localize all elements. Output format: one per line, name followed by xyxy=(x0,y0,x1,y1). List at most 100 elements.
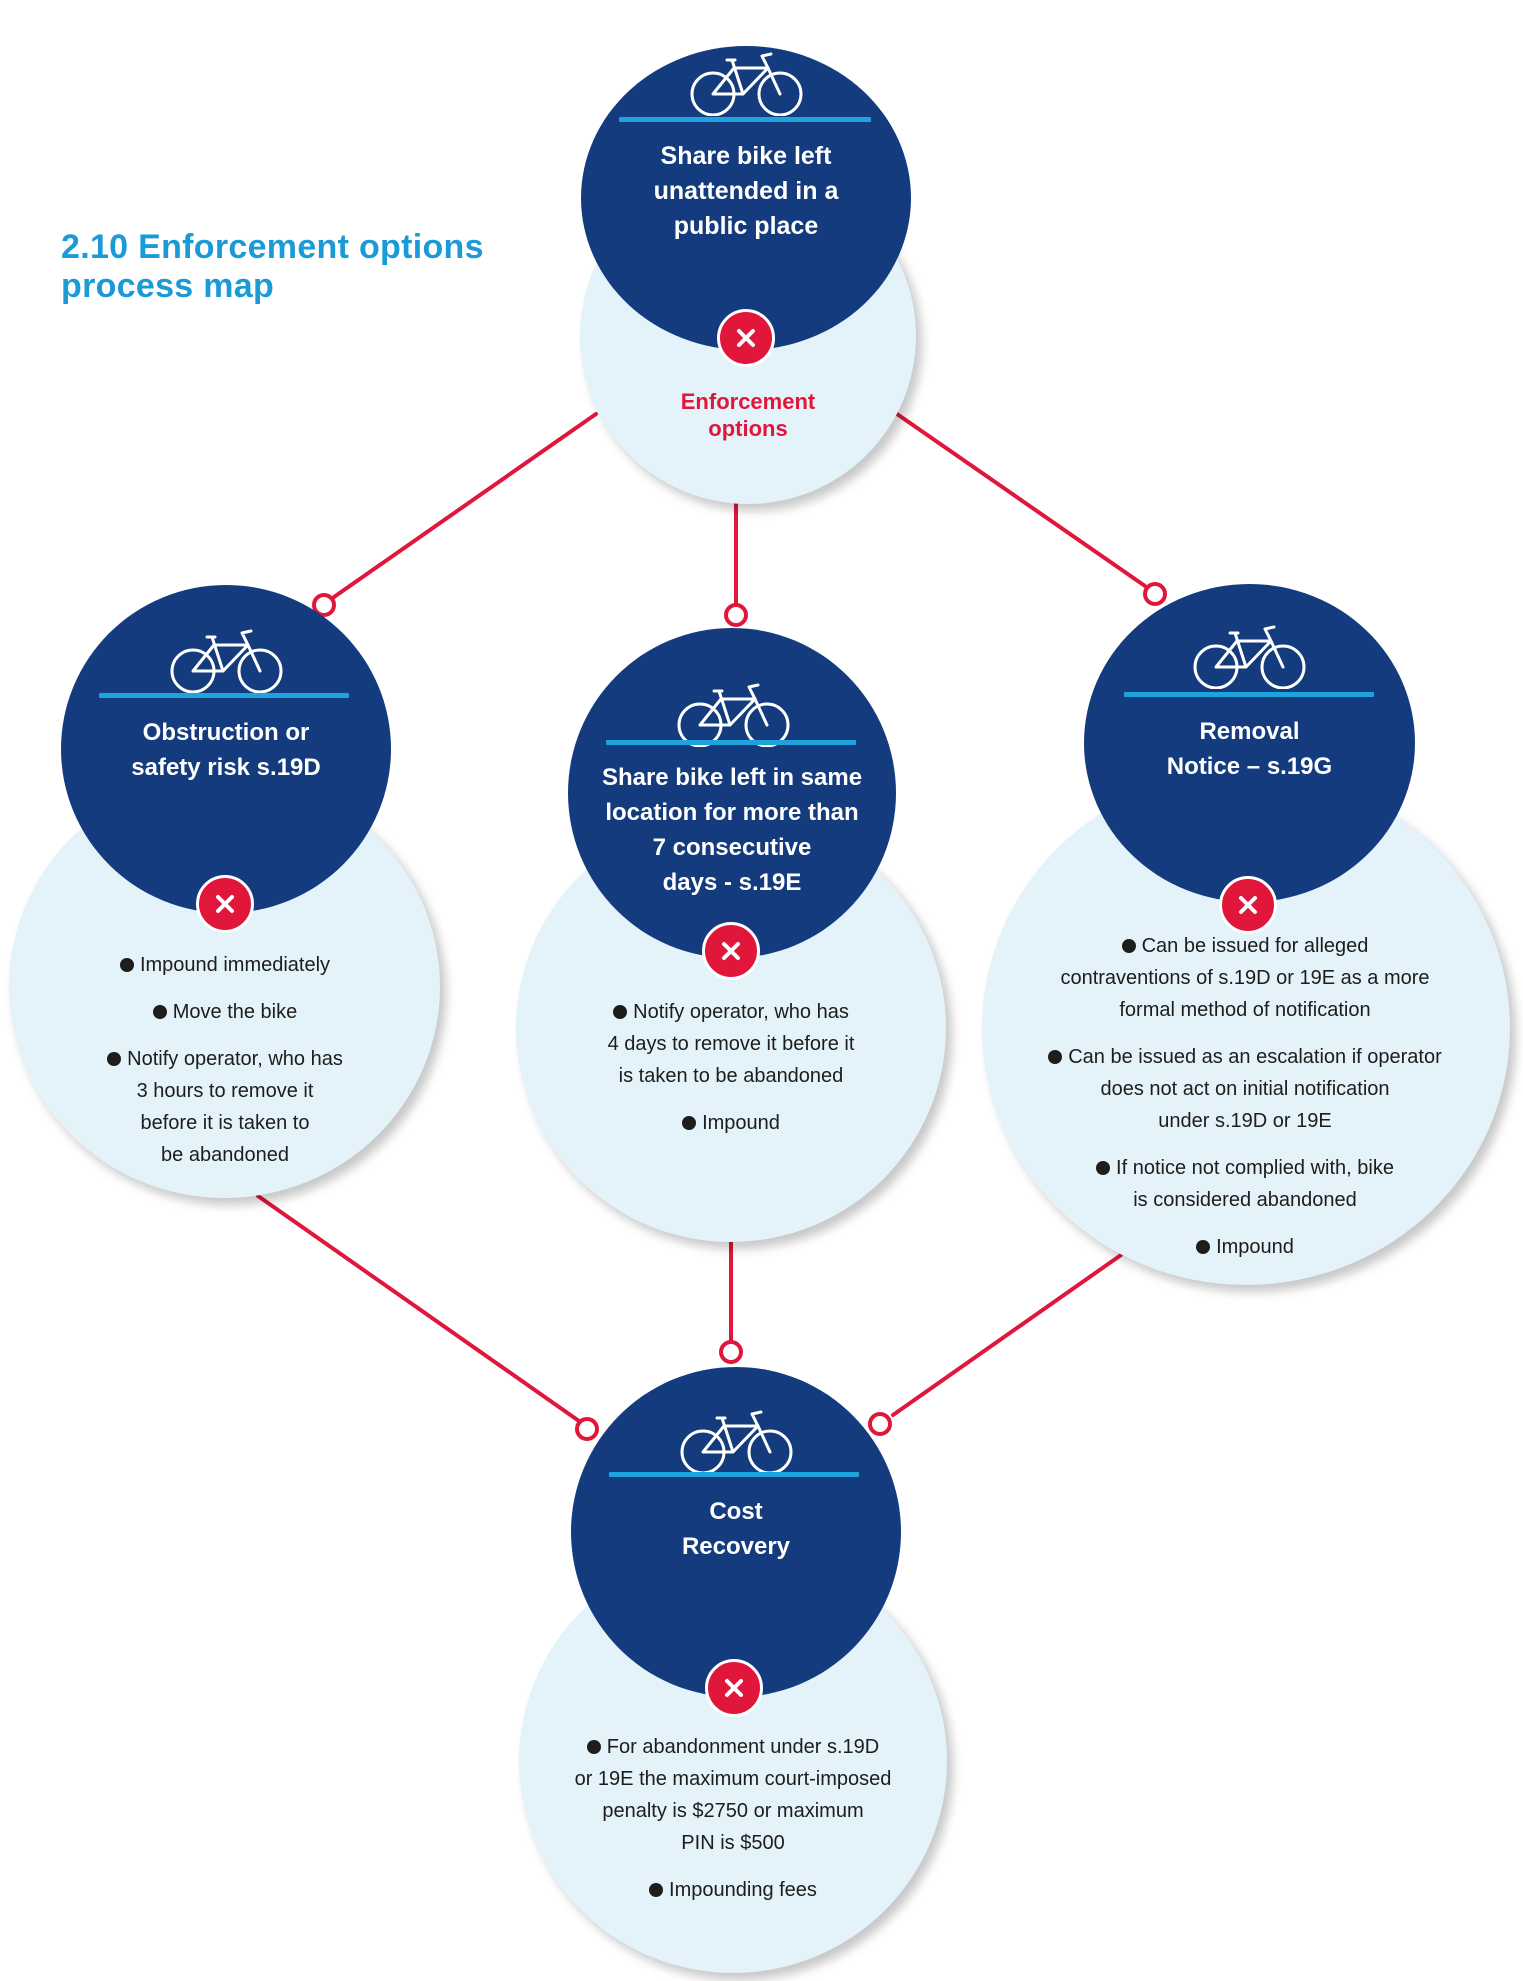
bullet-item: Impound immediately xyxy=(40,949,410,981)
node-title-line: public place xyxy=(673,212,819,240)
accent-rule xyxy=(619,117,871,122)
close-icon xyxy=(717,309,775,367)
bullet-dot xyxy=(1121,939,1136,953)
bullet-item: Can be issued for alleged contraventions… xyxy=(1000,930,1490,1026)
title-line: 2.10 Enforcement options xyxy=(61,228,484,266)
bullet-text: is considered abandoned xyxy=(1133,1189,1357,1211)
node-title-line: Obstruction or xyxy=(142,719,310,746)
bullet-list: Notify operator, who has 4 days to remov… xyxy=(536,996,926,1139)
close-icon xyxy=(1219,876,1277,934)
bullet-item: Impound xyxy=(536,1107,926,1139)
bullet-item: Move the bike xyxy=(40,996,410,1028)
connector-top-left xyxy=(332,412,598,599)
node-title: Share bike left in same location for mor… xyxy=(568,760,896,900)
bicycle-icon xyxy=(690,52,803,116)
connector-right-bottom xyxy=(891,1253,1123,1417)
node-title-line: Notice – s.19G xyxy=(1166,753,1333,780)
accent-rule xyxy=(99,693,349,698)
close-icon xyxy=(196,875,254,933)
bullet-list: Can be issued for alleged contraventions… xyxy=(1000,930,1490,1263)
bullet-text: under s.19D or 19E xyxy=(1158,1110,1332,1132)
connector-left-bottom xyxy=(256,1194,581,1423)
node-title-line: 7 consecutive xyxy=(652,834,812,861)
bullet-text: Impounding fees xyxy=(669,1879,817,1901)
bullet-text: Move the bike xyxy=(172,1001,298,1023)
bullet-item: Impound xyxy=(1000,1231,1490,1263)
bullet-item: If notice not complied with, bike is con… xyxy=(1000,1152,1490,1216)
node-title-line: Cost xyxy=(709,1498,763,1525)
bullet-text: Impound xyxy=(1216,1236,1294,1258)
connector-node xyxy=(719,1340,743,1364)
connector-node xyxy=(724,603,748,627)
bullet-list: Impound immediately Move the bike Notify… xyxy=(40,949,410,1171)
bicycle-icon xyxy=(680,1410,793,1474)
node-title-line: location for more than xyxy=(605,799,859,826)
bullet-text: or 19E the maximum court-imposed xyxy=(574,1768,892,1790)
node-heading-circle: Removal Notice – s.19G xyxy=(1084,584,1415,902)
close-icon xyxy=(705,1659,763,1717)
bullet-text: formal method of notification xyxy=(1119,999,1371,1021)
bullet-text: If notice not complied with, bike xyxy=(1116,1157,1394,1179)
page-title: 2.10 Enforcement options process map xyxy=(61,228,484,306)
bullet-dot xyxy=(1196,1240,1211,1254)
bullet-item: Can be issued as an escalation if operat… xyxy=(1000,1041,1490,1137)
bullet-text: Notify operator, who has xyxy=(633,1001,849,1023)
bullet-text: Notify operator, who has xyxy=(127,1048,343,1070)
bullet-dot xyxy=(1096,1161,1111,1175)
node-heading-circle: Obstruction or safety risk s.19D xyxy=(61,585,391,913)
node-title-line: unattended in a xyxy=(653,177,839,205)
bullet-text: before it is taken to xyxy=(140,1112,310,1134)
bullet-dot xyxy=(152,1005,167,1019)
node-title: Share bike left unattended in a public p… xyxy=(581,139,911,244)
node-title: Obstruction or safety risk s.19D xyxy=(61,715,391,785)
bullet-dot xyxy=(586,1740,601,1754)
bullet-text: 3 hours to remove it xyxy=(136,1080,314,1102)
node-heading-circle: Cost Recovery xyxy=(571,1367,901,1697)
bullet-dot xyxy=(682,1116,697,1130)
bullet-dot xyxy=(119,958,134,972)
bullet-text: does not act on initial notification xyxy=(1100,1078,1390,1100)
bullet-text: Impound xyxy=(702,1112,780,1134)
bullet-dot xyxy=(1048,1050,1063,1064)
enforcement-options-label: Enforcement options xyxy=(618,388,878,442)
node-heading-circle: Share bike left unattended in a public p… xyxy=(581,46,911,350)
bicycle-icon xyxy=(677,683,790,747)
title-line: process map xyxy=(61,267,275,305)
bullet-dot xyxy=(107,1052,122,1066)
node-title-line: Share bike left xyxy=(660,142,832,170)
bullet-text: be abandoned xyxy=(161,1144,289,1166)
label-line: options xyxy=(708,416,788,441)
connector-node xyxy=(868,1412,892,1436)
bullet-item: Impounding fees xyxy=(533,1874,933,1906)
node-heading-circle: Share bike left in same location for mor… xyxy=(568,628,896,958)
close-icon xyxy=(702,922,760,980)
bullet-list: For abandonment under s.19D or 19E the m… xyxy=(533,1731,933,1906)
bullet-text: contraventions of s.19D or 19E as a more xyxy=(1060,967,1430,989)
bullet-text: penalty is $2750 or maximum xyxy=(602,1800,864,1822)
accent-rule xyxy=(609,1472,859,1477)
connector-node xyxy=(312,593,336,617)
connector-node xyxy=(575,1417,599,1441)
bicycle-icon xyxy=(170,629,283,693)
bullet-item: For abandonment under s.19D or 19E the m… xyxy=(533,1731,933,1859)
connector-top-right xyxy=(895,412,1147,588)
bullet-item: Notify operator, who has 3 hours to remo… xyxy=(40,1043,410,1171)
bullet-text: PIN is $500 xyxy=(681,1832,785,1854)
connector-node xyxy=(1143,582,1167,606)
bullet-text: is taken to be abandoned xyxy=(618,1065,844,1087)
node-title-line: Recovery xyxy=(681,1533,791,1560)
bullet-text: 4 days to remove it before it xyxy=(607,1033,855,1055)
bullet-dot xyxy=(613,1005,628,1019)
bullet-text: Can be issued for alleged xyxy=(1141,935,1369,957)
bullet-text: Can be issued as an escalation if operat… xyxy=(1068,1046,1442,1068)
bullet-text: Impound immediately xyxy=(139,954,331,976)
bullet-dot xyxy=(649,1883,664,1897)
bullet-text: For abandonment under s.19D xyxy=(606,1736,880,1758)
node-title: Removal Notice – s.19G xyxy=(1084,714,1415,784)
node-title-line: Share bike left in same xyxy=(601,764,863,791)
node-title: Cost Recovery xyxy=(571,1494,901,1564)
node-title-line: safety risk s.19D xyxy=(131,754,321,781)
accent-rule xyxy=(1124,692,1374,697)
node-title-line: days - s.19E xyxy=(662,869,802,896)
node-title-line: Removal xyxy=(1199,718,1300,745)
